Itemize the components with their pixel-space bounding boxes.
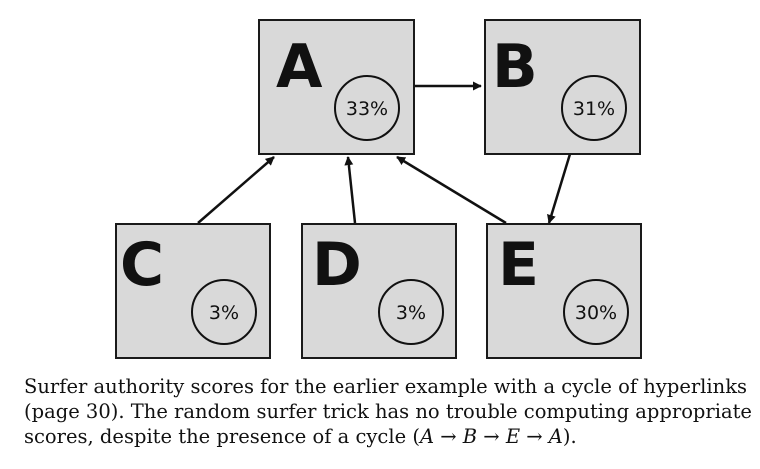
node-d-label: D bbox=[312, 230, 362, 300]
node-b-label: B bbox=[492, 32, 538, 102]
edge-e-to-a bbox=[396, 155, 507, 225]
node-d-score: 3% bbox=[396, 302, 426, 324]
edge-d-to-a bbox=[344, 156, 357, 224]
node-e-score: 30% bbox=[575, 302, 617, 324]
node-e-label: E bbox=[498, 230, 539, 300]
caption-line-3: scores, despite the presence of a cycle … bbox=[24, 424, 754, 449]
caption-line-3-prefix: scores, despite the presence of a cycle … bbox=[24, 425, 420, 448]
node-e: E 30% bbox=[486, 223, 642, 359]
caption-line-1: Surfer authority scores for the earlier … bbox=[24, 375, 748, 398]
node-c-label: C bbox=[120, 230, 164, 300]
edge-c-to-a bbox=[197, 156, 275, 224]
node-b-score: 31% bbox=[573, 98, 615, 120]
node-d: D 3% bbox=[301, 223, 457, 359]
node-a: A 33% bbox=[258, 19, 415, 155]
caption-line-3-suffix: ). bbox=[562, 425, 577, 448]
edge-b-to-e bbox=[547, 153, 572, 224]
node-a-label: A bbox=[276, 32, 323, 102]
node-c-score: 3% bbox=[209, 302, 239, 324]
node-a-score: 33% bbox=[346, 98, 388, 120]
node-b: B 31% bbox=[484, 19, 641, 155]
node-c: C 3% bbox=[115, 223, 271, 359]
caption-cycle-expression: A → B → E → A bbox=[419, 425, 563, 448]
caption-line-2: (page 30). The random surfer trick has n… bbox=[24, 400, 752, 423]
figure-caption: Surfer authority scores for the earlier … bbox=[24, 374, 754, 449]
